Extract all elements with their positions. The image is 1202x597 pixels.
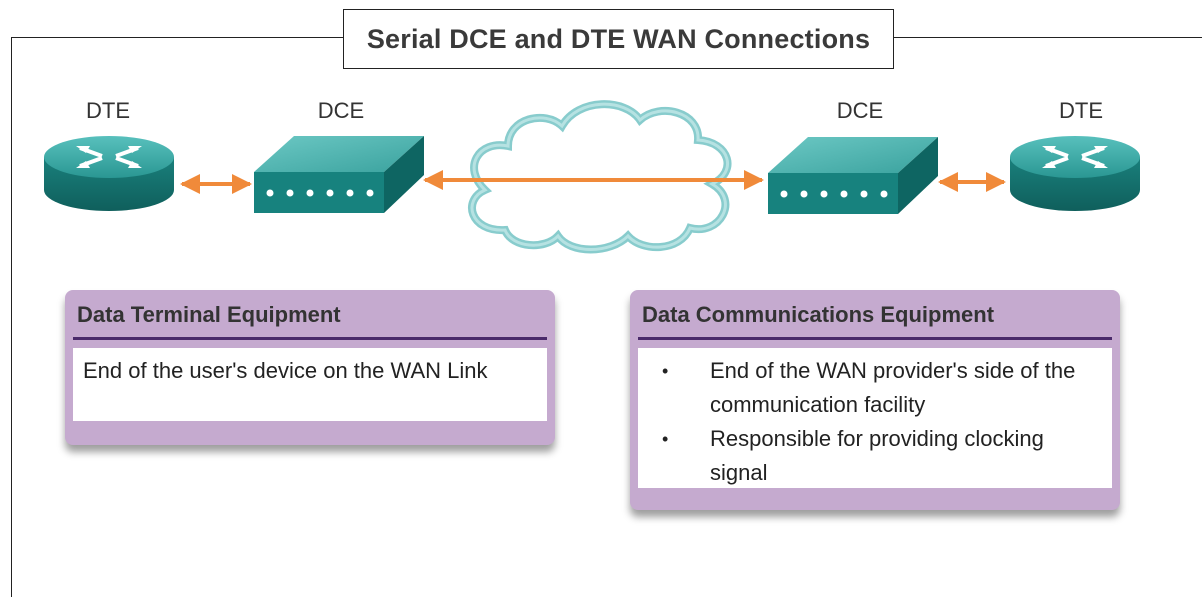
- page-title: Serial DCE and DTE WAN Connections: [366, 23, 871, 54]
- dce-card: Data Communications Equipment End of the…: [630, 290, 1120, 510]
- label-dce-right: DCE: [836, 98, 884, 123]
- dce-bullet-list: End of the WAN provider's side of the co…: [656, 354, 1102, 490]
- dce-card-title: Data Communications Equipment: [642, 302, 995, 327]
- list-item: Responsible for providing clocking signa…: [656, 422, 1102, 490]
- dce-card-body: End of the WAN provider's side of the co…: [638, 348, 1112, 488]
- router-icon: [1010, 136, 1140, 211]
- divider: [638, 337, 1112, 340]
- modem-icon: [254, 136, 424, 213]
- title-box: Serial DCE and DTE WAN Connections: [343, 9, 894, 69]
- label-dte-right: DTE: [1059, 98, 1103, 123]
- dte-card: Data Terminal Equipment End of the user'…: [65, 290, 555, 445]
- dte-card-title: Data Terminal Equipment: [77, 302, 341, 327]
- divider: [73, 337, 547, 340]
- label-dte-left: DTE: [86, 98, 130, 123]
- modem-icon: [768, 137, 938, 214]
- dte-description: End of the user's device on the WAN Link: [83, 358, 488, 383]
- wan-cloud-icon: [468, 100, 732, 254]
- list-item: End of the WAN provider's side of the co…: [656, 354, 1102, 422]
- router-icon: [44, 136, 174, 211]
- label-dce-left: DCE: [317, 98, 365, 123]
- dte-card-body: End of the user's device on the WAN Link: [73, 348, 547, 421]
- network-diagram: [44, 100, 1140, 254]
